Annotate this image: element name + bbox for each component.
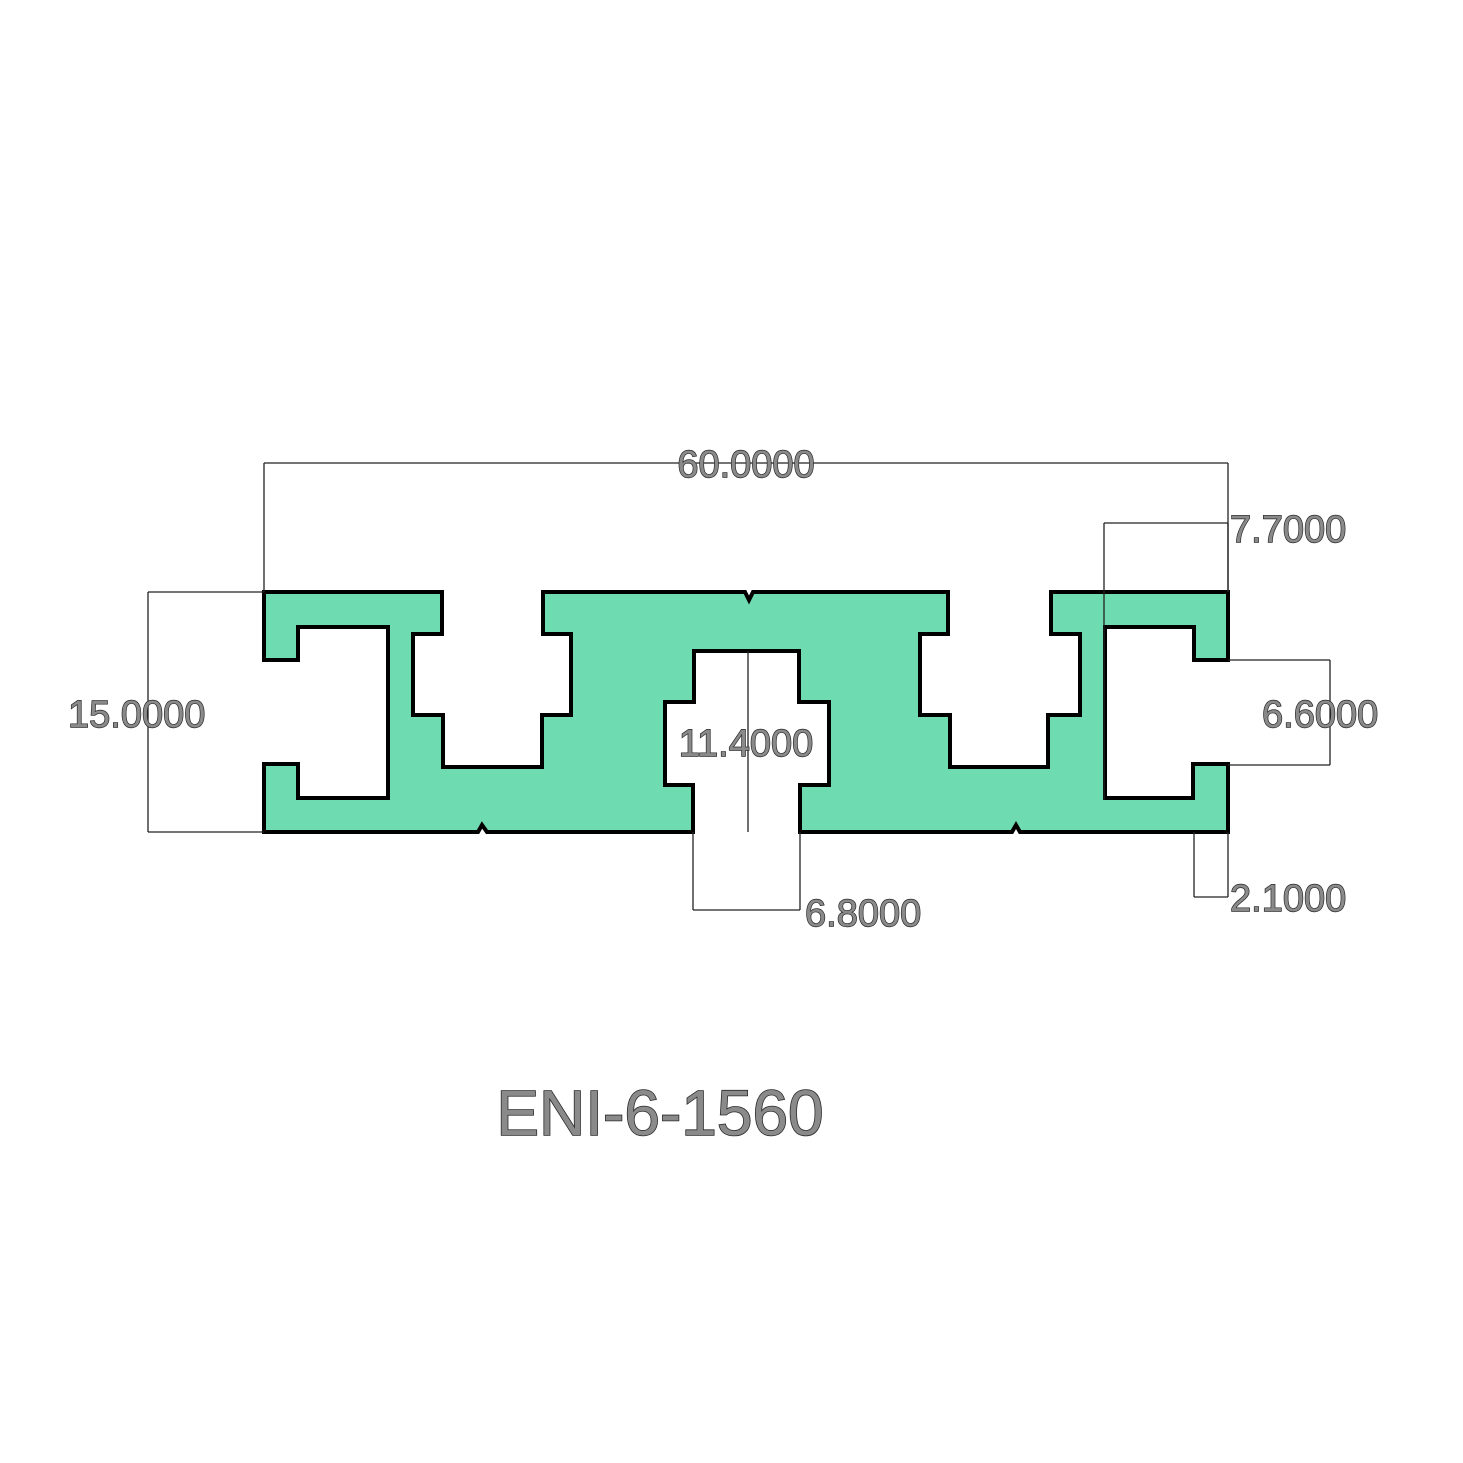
dim-slot-opening: 6.6000	[1262, 694, 1378, 736]
dimension-lines	[147, 462, 1331, 911]
aluminum-profile-section	[262, 590, 1230, 834]
dim-center-slot-width: 6.8000	[805, 893, 921, 935]
dim-lip-thickness: 2.1000	[1230, 878, 1346, 920]
part-number-title: ENI-6-1560	[496, 1077, 823, 1149]
dim-center-slot-depth: 11.4000	[679, 723, 814, 765]
dim-right-channel-width: 7.7000	[1230, 509, 1346, 551]
dim-overall-width: 60.0000	[677, 444, 814, 486]
dim-overall-height: 15.0000	[68, 694, 205, 736]
